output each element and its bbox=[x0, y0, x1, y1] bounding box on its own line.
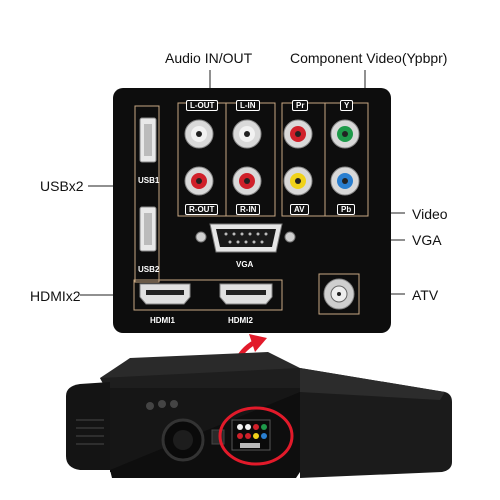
callout-video: Video bbox=[412, 206, 448, 222]
callout-vga: VGA bbox=[412, 232, 442, 248]
label-usb1: USB1 bbox=[138, 176, 160, 185]
label-hdmi2: HDMI2 bbox=[228, 316, 253, 325]
callout-atv: ATV bbox=[412, 287, 439, 303]
label-pr: Pr bbox=[292, 100, 309, 111]
label-r-in: R-IN bbox=[236, 204, 261, 215]
hdmi-port-icon bbox=[139, 283, 273, 305]
callout-hdmi: HDMIx2 bbox=[30, 288, 81, 304]
usb-port-icon bbox=[139, 117, 157, 252]
label-vga: VGA bbox=[236, 260, 254, 269]
label-hdmi1: HDMI1 bbox=[150, 316, 175, 325]
rca-jack-icon bbox=[184, 119, 262, 196]
label-pb: Pb bbox=[337, 204, 356, 215]
callout-audio: Audio IN/OUT bbox=[165, 50, 253, 66]
label-r-out: R-OUT bbox=[185, 204, 219, 215]
label-l-out: L-OUT bbox=[186, 100, 219, 111]
atv-coax-icon bbox=[318, 273, 360, 315]
callout-component: Component Video(Ypbpr) bbox=[290, 50, 448, 66]
label-y: Y bbox=[340, 100, 354, 111]
label-av: AV bbox=[290, 204, 309, 215]
label-l-in: L-IN bbox=[236, 100, 260, 111]
vga-port-icon bbox=[195, 223, 296, 253]
rca-jack-icon bbox=[283, 119, 360, 196]
label-usb2: USB2 bbox=[138, 265, 160, 274]
callout-usb: USBx2 bbox=[40, 178, 84, 194]
